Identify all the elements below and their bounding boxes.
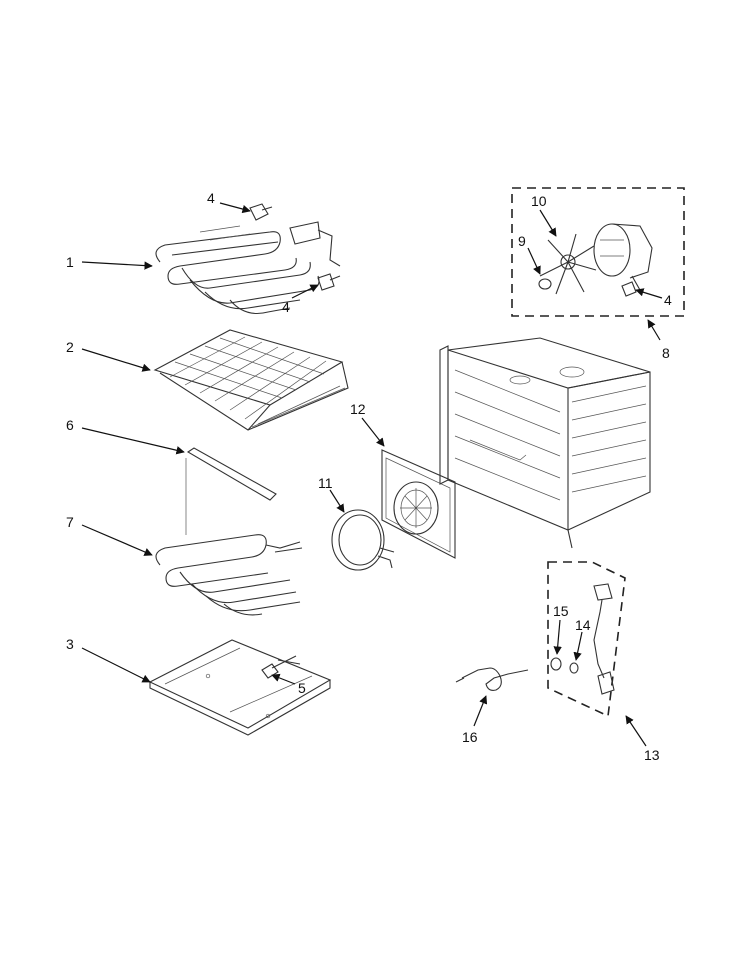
callout-5: 5 xyxy=(298,680,306,696)
washer-part-14[interactable] xyxy=(569,662,579,674)
callout-12: 12 xyxy=(350,401,366,417)
callout-6: 6 xyxy=(66,417,74,433)
motor-assembly-box-part-8 xyxy=(511,187,685,317)
oven-cavity[interactable] xyxy=(439,337,651,549)
screw-part-4-lower[interactable] xyxy=(317,273,341,291)
callout-1: 1 xyxy=(66,254,74,270)
sensor-part-5[interactable] xyxy=(261,655,301,679)
leader-lines xyxy=(81,202,663,747)
screw-part-4-top[interactable] xyxy=(249,203,273,221)
nut-part-9[interactable] xyxy=(538,278,552,290)
callout-3: 3 xyxy=(66,636,74,652)
callout-10: 10 xyxy=(531,193,547,209)
floor-panel-part-3[interactable] xyxy=(148,639,332,736)
trim-strip-part-6[interactable] xyxy=(185,447,277,535)
callout-2: 2 xyxy=(66,339,74,355)
callout-14: 14 xyxy=(575,617,591,633)
oven-rack-part-2[interactable] xyxy=(153,329,349,431)
bake-element-part-7[interactable] xyxy=(155,534,303,616)
callout-7: 7 xyxy=(66,514,74,530)
callout-15: 15 xyxy=(553,603,569,619)
fan-blade-part-10[interactable] xyxy=(539,233,597,295)
fan-motor[interactable] xyxy=(593,223,653,291)
callout-11: 11 xyxy=(318,475,333,491)
temperature-probe-part-16[interactable] xyxy=(455,667,529,691)
broil-element-part-1[interactable] xyxy=(155,221,341,315)
wire-harness-box-part-13 xyxy=(547,561,626,718)
nut-part-15[interactable] xyxy=(550,657,562,671)
convection-element-part-11[interactable] xyxy=(331,509,395,571)
rear-panel-part-12[interactable] xyxy=(381,449,456,559)
callout-9: 9 xyxy=(518,233,526,249)
callout-13: 13 xyxy=(644,747,660,763)
callout-4-motor: 4 xyxy=(664,292,672,308)
callout-4-lower: 4 xyxy=(282,299,290,315)
screw-part-4-motor[interactable] xyxy=(621,281,637,297)
callout-8: 8 xyxy=(662,345,670,361)
callout-16: 16 xyxy=(462,729,478,745)
wire-harness[interactable] xyxy=(593,583,615,695)
callout-4-top: 4 xyxy=(207,190,215,206)
